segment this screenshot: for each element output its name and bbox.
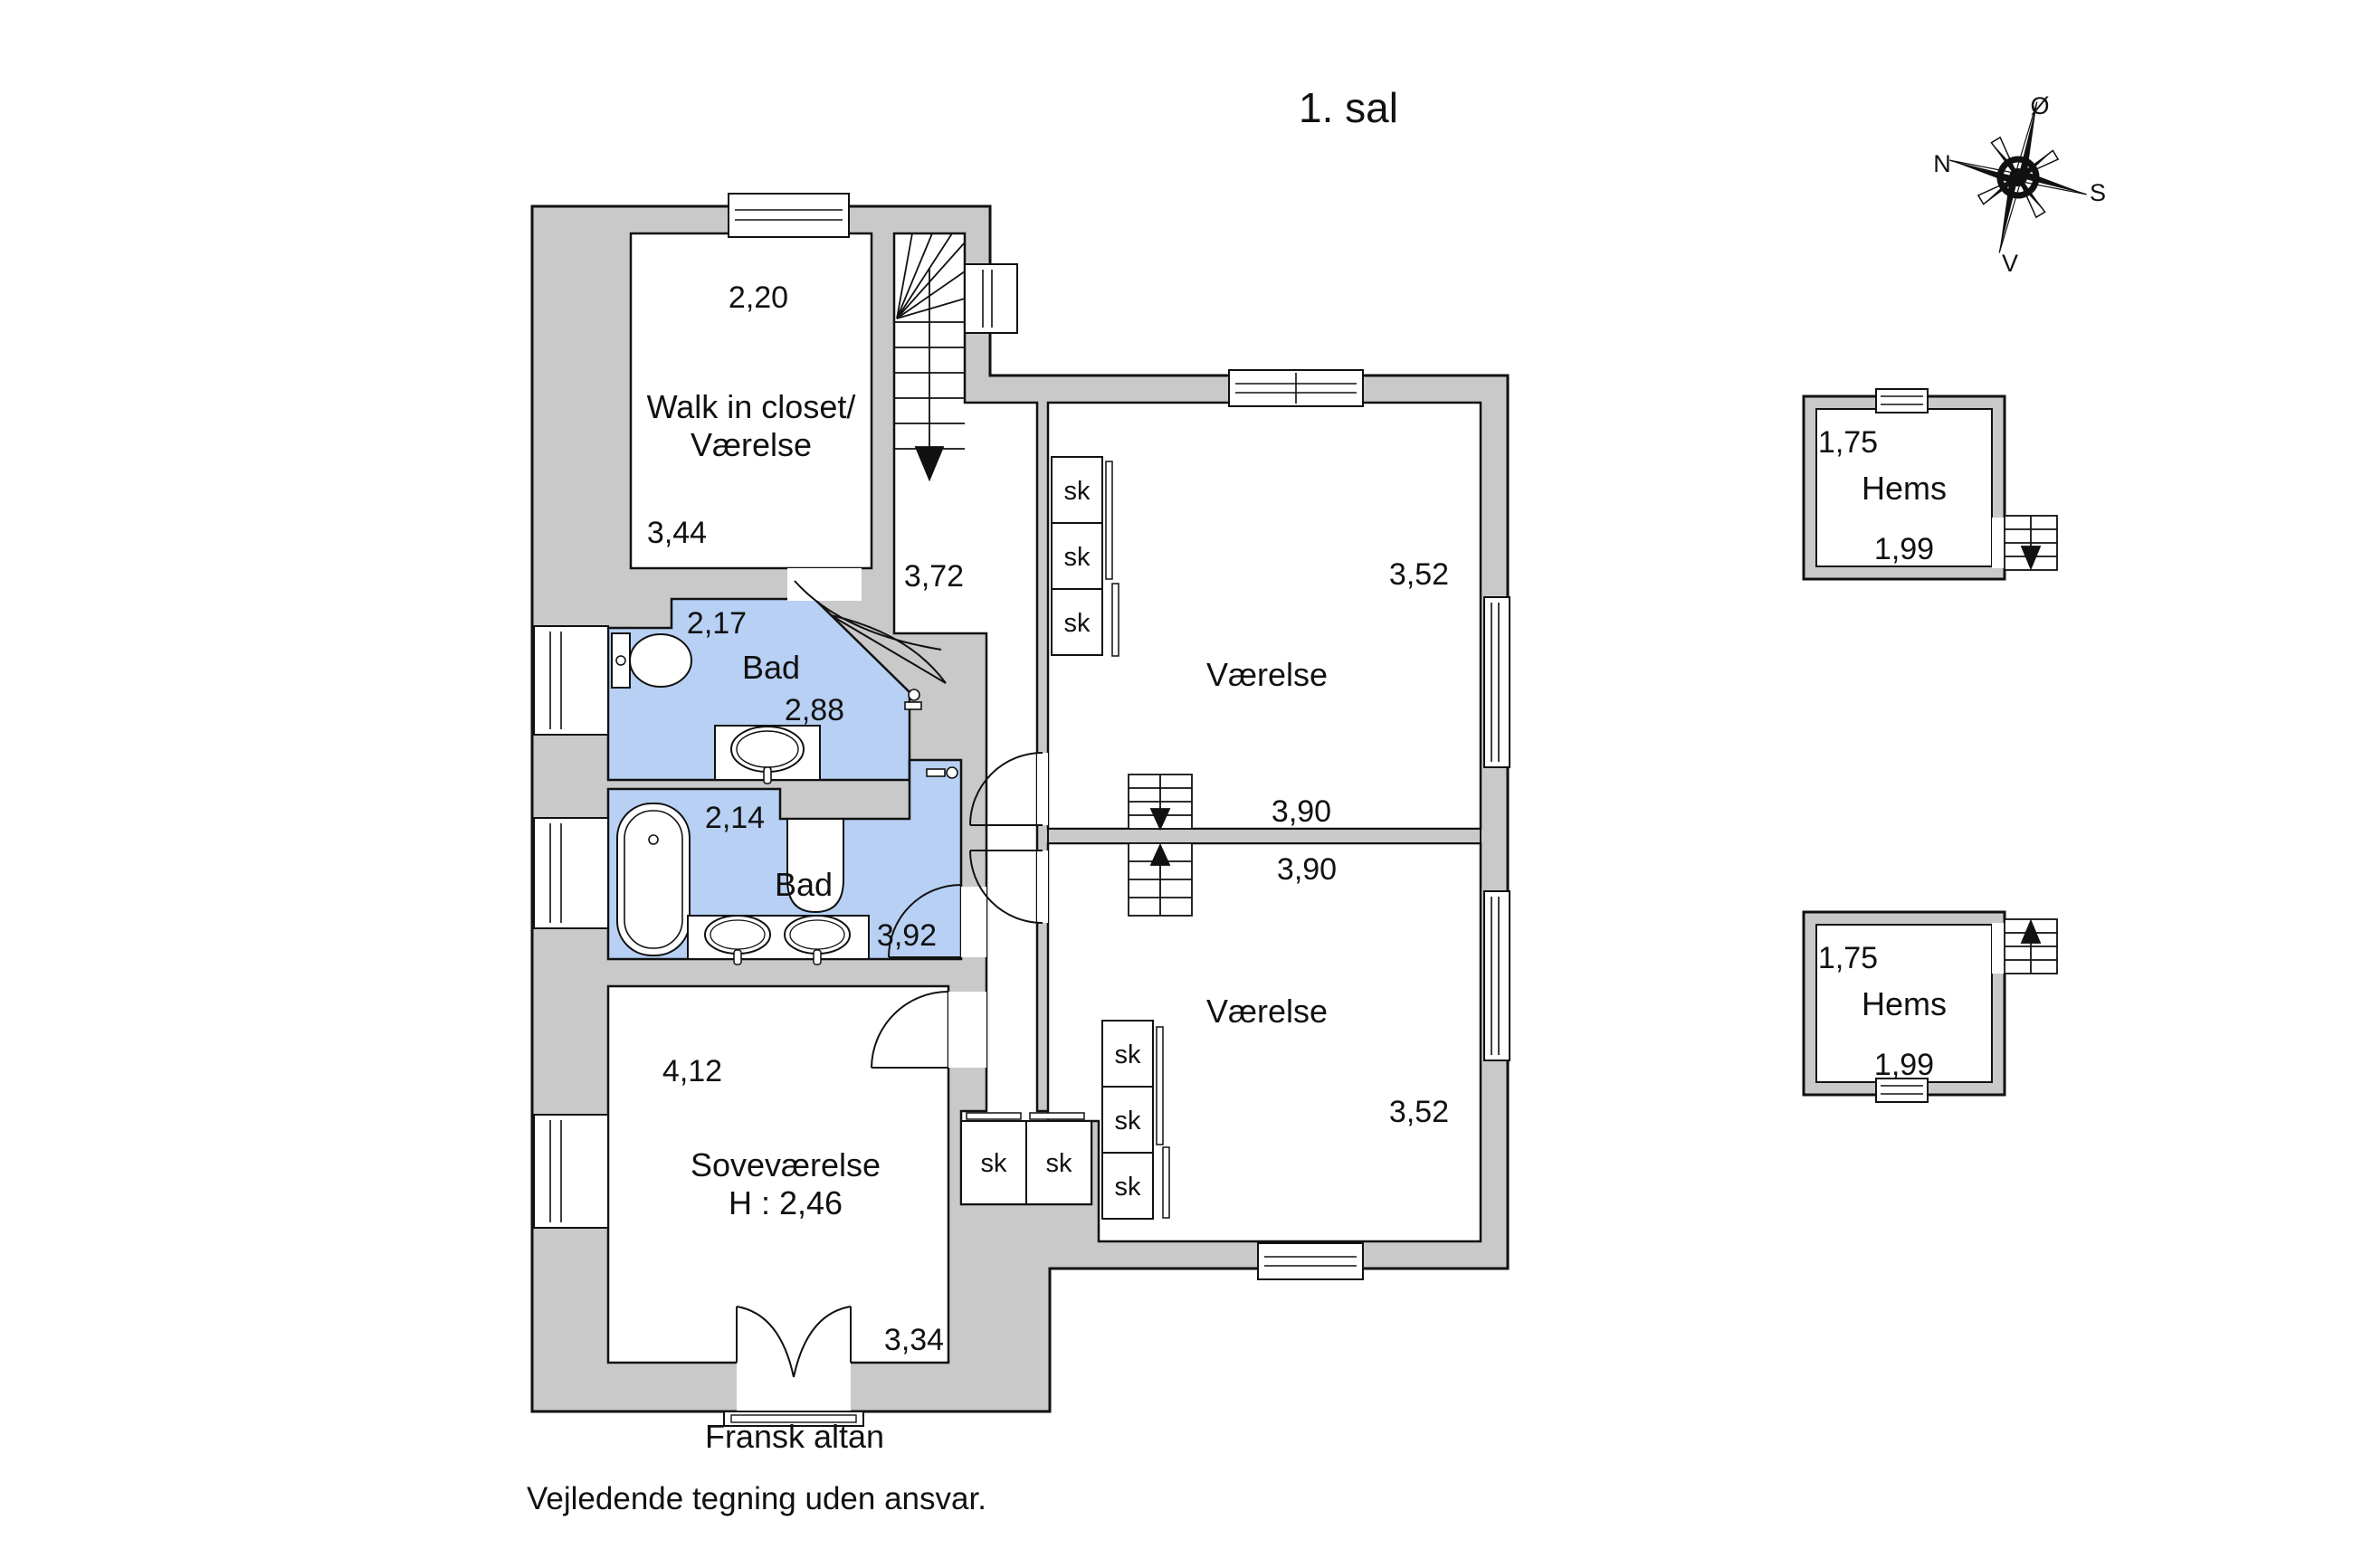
compass-north-label: N — [1933, 150, 1951, 177]
dim-bad1-width: 2,17 — [687, 606, 747, 641]
dim-hems2-length: 1,99 — [1874, 1048, 1934, 1082]
dim-bad1-length: 2,88 — [785, 693, 844, 727]
room-labels: 2,20 Walk in closet/ Værelse 3,44 3,72 2… — [647, 280, 1449, 1455]
label-bad2: Bad — [775, 866, 833, 903]
room-walk-in-closet — [629, 232, 873, 570]
footer-disclaimer: Vejledende tegning uden ansvar. — [527, 1481, 986, 1516]
dim-hems1-width: 1,75 — [1818, 425, 1878, 460]
door-gap-bad-2 — [961, 887, 986, 957]
dim-hems1-length: 1,99 — [1874, 532, 1934, 566]
label-hems1: Hems — [1862, 470, 1947, 507]
dim-bad2-width: 2,14 — [705, 801, 765, 835]
hems1-stair-gap — [1992, 518, 2005, 568]
dim-hall: 3,72 — [904, 559, 964, 594]
label-sovevaerelse: Soveværelse — [691, 1146, 881, 1183]
door-gap-vaerelse-1 — [1037, 753, 1048, 825]
label-sk-4: sk — [1115, 1041, 1142, 1069]
hems1-unit: 1,75 Hems 1,99 — [1802, 388, 2058, 581]
label-hems2: Hems — [1862, 985, 1947, 1022]
door-gap-vaerelse-2 — [1037, 851, 1048, 923]
label-fransk-altan: Fransk altan — [705, 1418, 884, 1455]
dim-closet-length: 3,44 — [647, 516, 707, 550]
dim-bad2-length: 3,92 — [877, 918, 937, 953]
dim-hems2-width: 1,75 — [1818, 941, 1878, 975]
label-sk-1: sk — [1064, 477, 1091, 506]
label-vaerelse1: Værelse — [1206, 656, 1328, 693]
windows — [533, 193, 1510, 1280]
altan-threshold — [723, 1411, 864, 1427]
label-sk-2: sk — [1064, 543, 1091, 572]
closets — [960, 456, 1170, 1220]
sink-icon — [714, 725, 821, 784]
label-sk-7: sk — [981, 1149, 1008, 1178]
label-sk-8: sk — [1046, 1149, 1073, 1178]
main-staircase — [894, 233, 966, 482]
hems2-up-arrow-icon — [2020, 918, 2042, 944]
doors — [736, 580, 1043, 1411]
dim-vaerelse1-width: 3,52 — [1389, 557, 1449, 592]
compass-rose-icon: Ø N S V — [1933, 92, 2106, 277]
compass-west-label: V — [2002, 250, 2018, 277]
dim-sovevaerelse-width: 4,12 — [662, 1054, 722, 1088]
dim-vaerelse1-length: 3,90 — [1272, 794, 1331, 829]
label-bad1: Bad — [742, 649, 800, 686]
dim-altan: 3,34 — [884, 1323, 944, 1357]
door-gap-closet — [787, 568, 862, 601]
ladder-up-arrow-icon — [1149, 842, 1171, 866]
shower-fixture-icon — [904, 689, 958, 779]
hems1-window — [1875, 388, 1929, 413]
ladder-down-arrow-icon — [1149, 808, 1171, 832]
hems1-stairs — [2004, 515, 2058, 571]
label-sk-6: sk — [1115, 1173, 1142, 1202]
toilet-icon — [611, 632, 692, 689]
page-title: 1. sal — [1299, 84, 1398, 131]
compass-east-label: Ø — [2030, 92, 2049, 119]
room-sovevaerelse — [606, 984, 950, 1364]
hems2-stair-gap — [1992, 923, 2005, 974]
divider-wall — [1047, 828, 1481, 844]
label-walk-in-closet-2: Værelse — [691, 426, 812, 463]
double-sink-icon — [687, 915, 870, 965]
door-gap-sovevaerelse — [948, 992, 986, 1068]
bathtub-icon — [616, 803, 691, 956]
hems2-unit: 1,75 Hems 1,99 — [1802, 910, 2058, 1103]
label-sovevaerelse-height: H : 2,46 — [729, 1184, 843, 1221]
dim-vaerelse2-length: 3,90 — [1277, 852, 1337, 887]
hems2-window — [1875, 1078, 1929, 1103]
bathroom-fixtures — [611, 632, 958, 965]
shower-stall-icon — [786, 818, 844, 914]
label-sk-3: sk — [1064, 609, 1091, 638]
stair-down-arrow-icon — [914, 446, 945, 482]
label-sk-5: sk — [1115, 1107, 1142, 1136]
main-floorplan: 2,20 Walk in closet/ Værelse 3,44 3,72 2… — [530, 193, 1510, 1455]
dim-vaerelse2-width: 3,52 — [1389, 1095, 1449, 1129]
hems2-stairs — [2004, 918, 2058, 974]
compass-south-label: S — [2090, 179, 2106, 206]
hems-ladders — [1128, 774, 1193, 917]
label-walk-in-closet-1: Walk in closet/ — [647, 388, 856, 425]
label-vaerelse2: Værelse — [1206, 993, 1328, 1030]
hems1-down-arrow-icon — [2020, 546, 2042, 571]
dim-closet-width: 2,20 — [729, 280, 788, 315]
